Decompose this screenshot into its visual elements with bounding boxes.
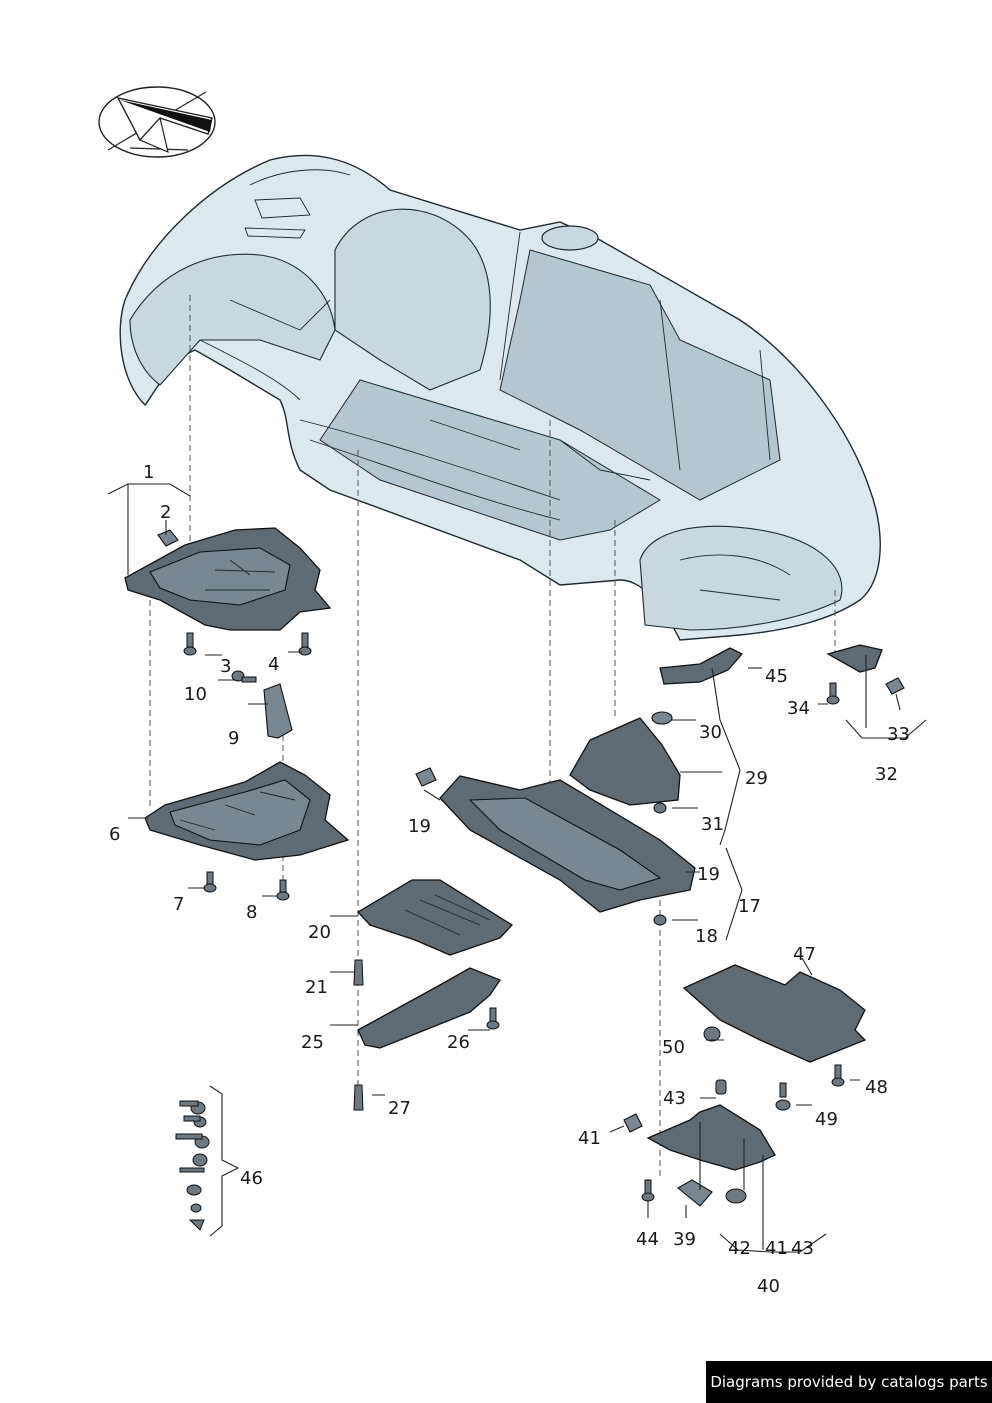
callout-7: 7	[173, 894, 184, 915]
screw-26	[486, 1007, 500, 1030]
washer-42	[725, 1188, 747, 1204]
callout-10: 10	[184, 684, 207, 705]
callout-1: 1	[143, 462, 154, 483]
callout-6: 6	[109, 824, 120, 845]
heat-shield-40	[646, 1104, 776, 1171]
front-underbody-panel	[124, 527, 332, 631]
nut-50	[703, 1026, 721, 1042]
callout-25: 25	[301, 1032, 324, 1053]
callout-41-bottom: 41	[765, 1238, 788, 1259]
leader-lines	[107, 483, 927, 1253]
nut-43	[715, 1079, 727, 1095]
center-panel-20	[356, 879, 514, 956]
callout-30: 30	[699, 722, 722, 743]
callout-34: 34	[787, 698, 810, 719]
callout-21: 21	[305, 977, 328, 998]
nut-18	[653, 914, 667, 926]
trim-45	[659, 647, 744, 685]
callout-43-top: 43	[663, 1088, 686, 1109]
callout-8: 8	[246, 902, 257, 923]
screw-48	[831, 1064, 845, 1087]
rivet-27	[353, 1084, 364, 1111]
callout-32: 32	[875, 764, 898, 785]
screw-10	[231, 670, 257, 683]
callout-33: 33	[887, 724, 910, 745]
callout-46: 46	[240, 1168, 263, 1189]
callout-43-bottom: 43	[791, 1238, 814, 1259]
callout-2: 2	[160, 502, 171, 523]
rear-guard-47	[682, 964, 867, 1063]
screw-34	[826, 682, 840, 705]
callout-45: 45	[765, 666, 788, 687]
callout-9: 9	[228, 728, 239, 749]
clip-30	[651, 711, 673, 725]
car-body-underside	[119, 154, 881, 641]
callout-19-left: 19	[408, 816, 431, 837]
screw-3	[183, 632, 197, 656]
side-bracket-25	[357, 967, 501, 1049]
side-panel-17	[439, 775, 696, 913]
callout-27: 27	[388, 1098, 411, 1119]
screw-7	[203, 871, 217, 893]
clip-19	[415, 767, 437, 787]
footer-credit: Diagrams provided by catalogs parts	[706, 1361, 992, 1403]
callout-19-right: 19	[697, 864, 720, 885]
callout-18: 18	[695, 926, 718, 947]
screw-49	[775, 1082, 791, 1111]
callout-47: 47	[793, 944, 816, 965]
callout-42: 42	[728, 1238, 751, 1259]
callout-17: 17	[738, 896, 761, 917]
callout-31: 31	[701, 814, 724, 835]
callout-29: 29	[745, 768, 768, 789]
clip-2	[157, 529, 179, 547]
callout-41-left: 41	[578, 1128, 601, 1149]
engine-guard-6	[144, 761, 350, 861]
pad-39	[677, 1179, 713, 1207]
screw-8	[276, 879, 290, 901]
clip-33	[885, 677, 905, 695]
screw-4	[298, 632, 312, 656]
callout-40: 40	[757, 1276, 780, 1297]
clip-41	[623, 1113, 643, 1133]
rivet-21	[353, 959, 364, 986]
screw-44	[641, 1179, 655, 1202]
callout-20: 20	[308, 922, 331, 943]
callout-49: 49	[815, 1109, 838, 1130]
callout-44: 44	[636, 1229, 659, 1250]
fastener-set-46	[175, 1100, 210, 1231]
callout-26: 26	[447, 1032, 470, 1053]
callout-39: 39	[673, 1229, 696, 1250]
callout-50: 50	[662, 1037, 685, 1058]
callout-4: 4	[268, 654, 279, 675]
rear-panel-29	[569, 717, 681, 806]
nut-31	[653, 802, 667, 814]
callout-3: 3	[220, 656, 231, 677]
bracket-32	[826, 644, 883, 673]
cover-9	[263, 683, 293, 739]
callout-48: 48	[865, 1077, 888, 1098]
callout-labels: 1 2 3 4 10 9 6 7 8 20 21 25 26 27 19 19 …	[109, 462, 910, 1297]
orientation-icon	[98, 86, 216, 158]
